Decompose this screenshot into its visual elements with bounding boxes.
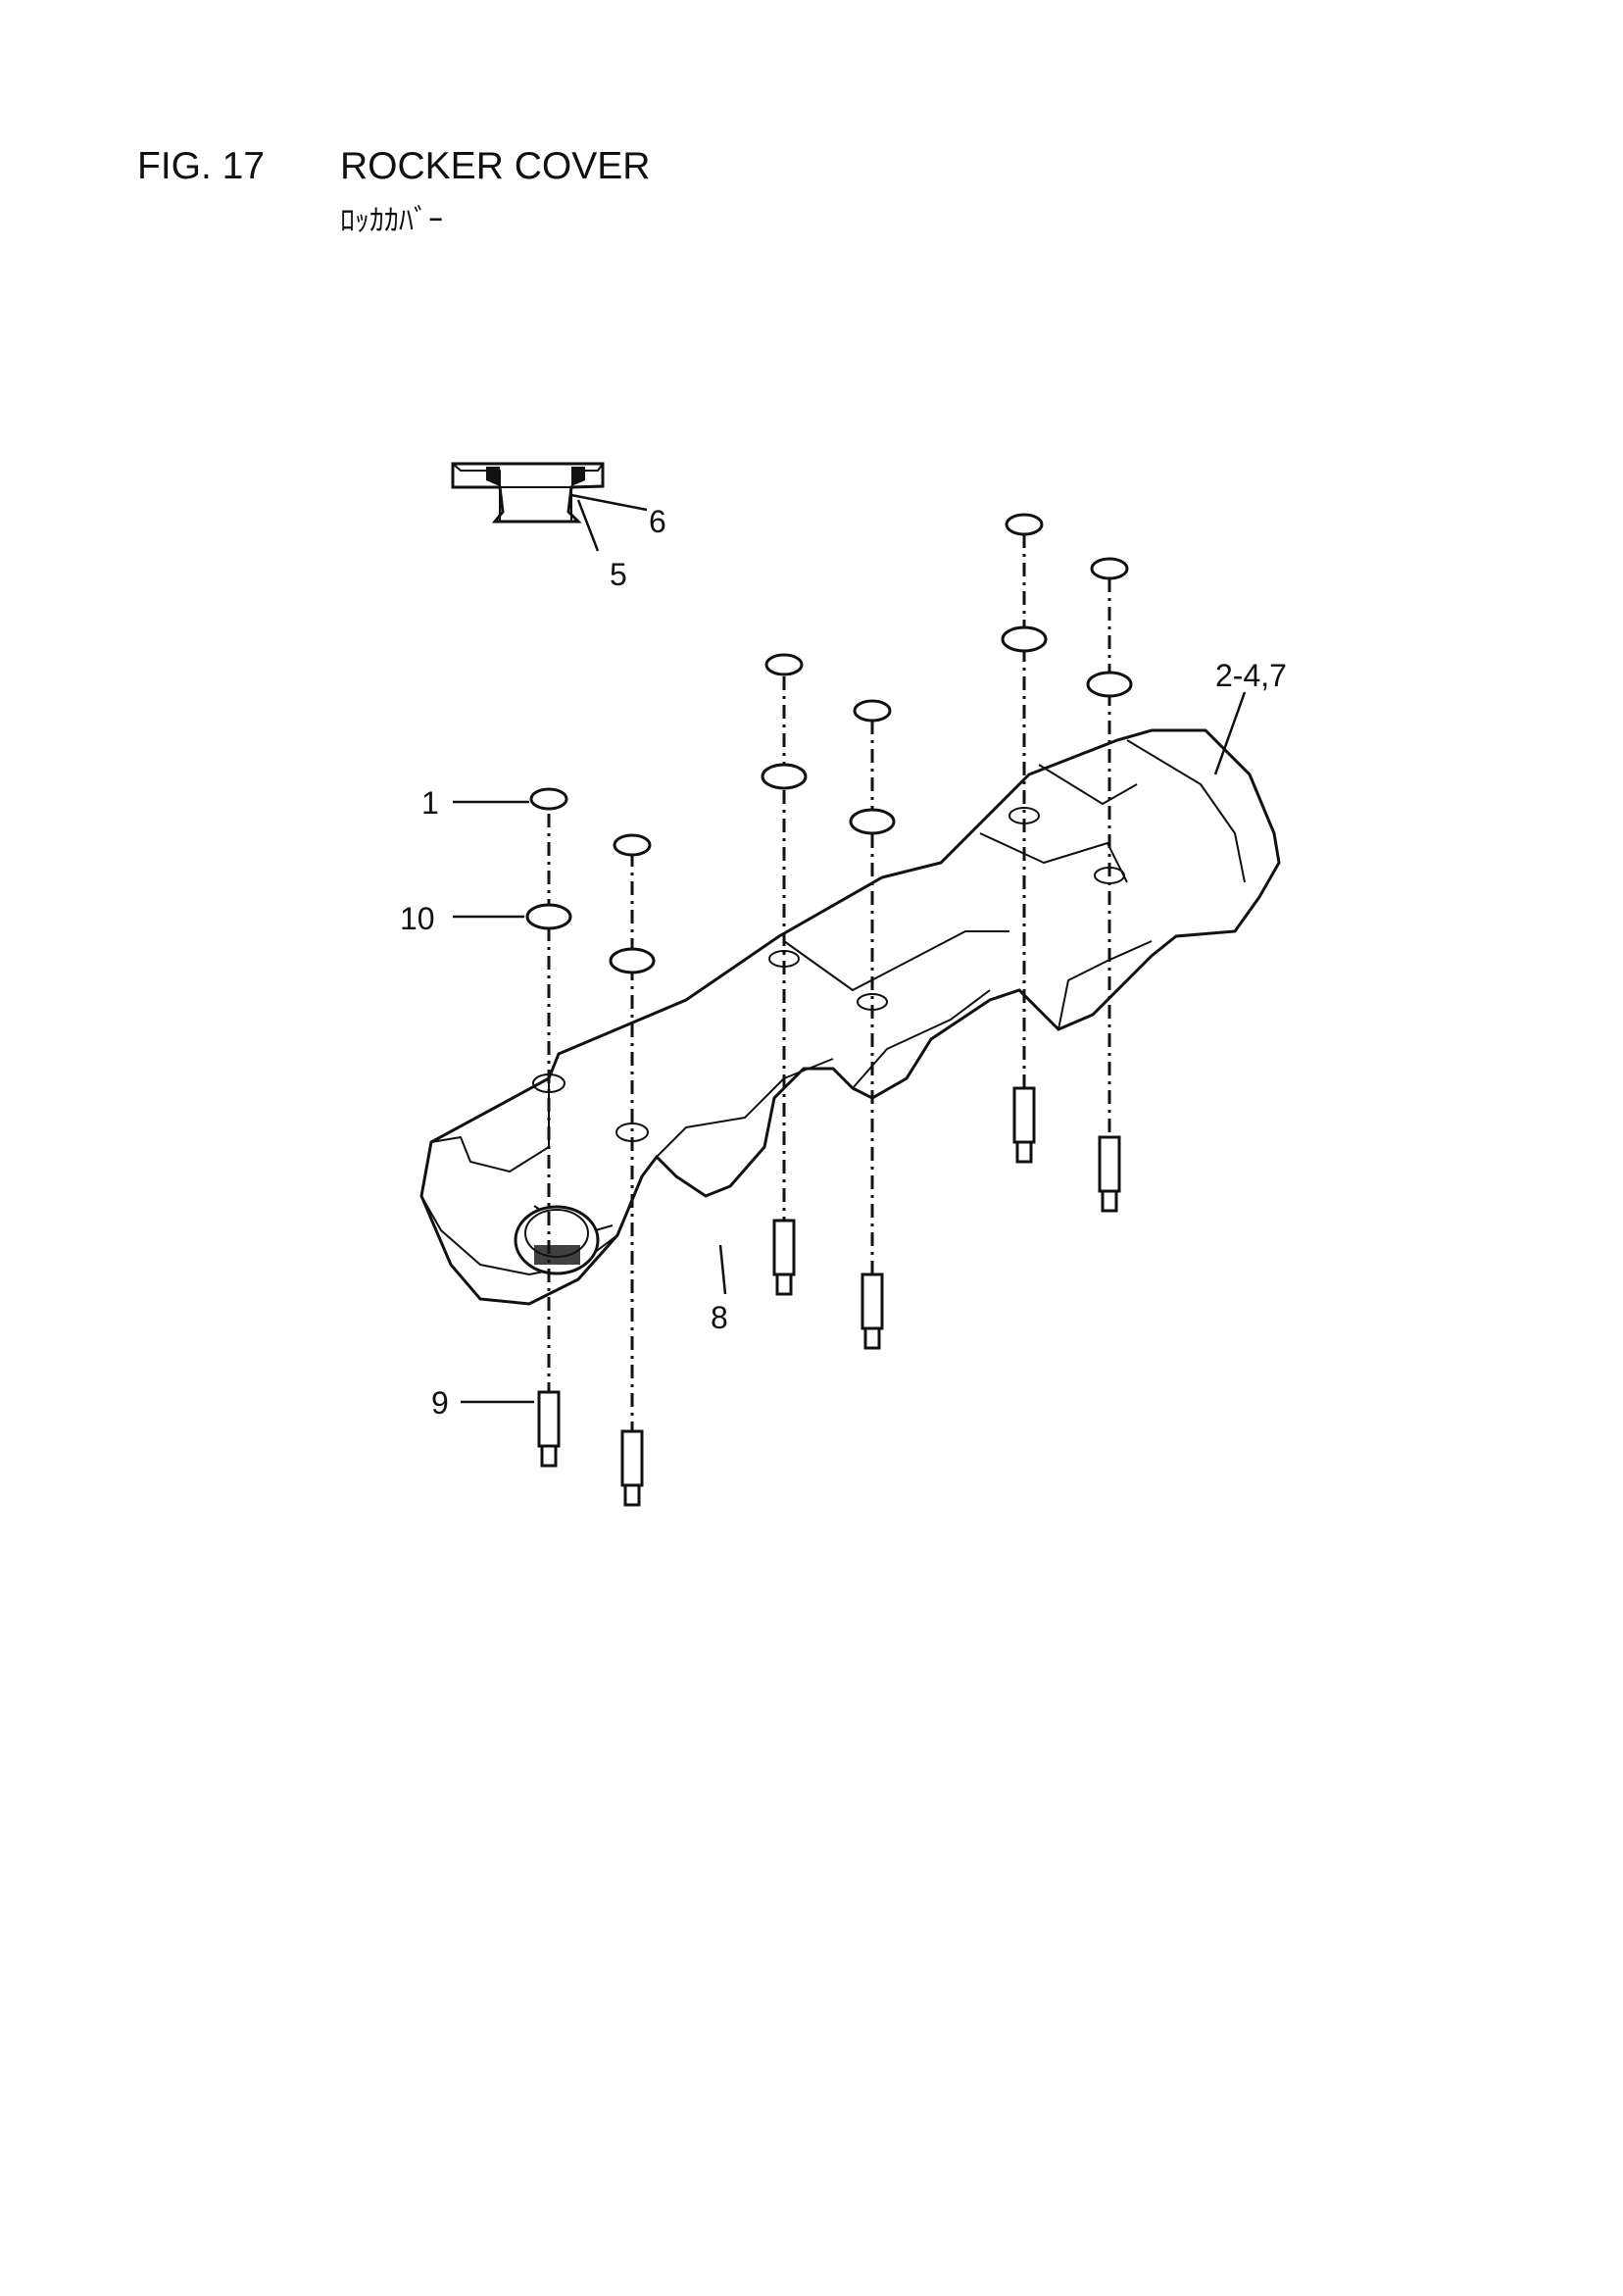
callout-9: 9 bbox=[431, 1385, 449, 1421]
rocker-cover-body bbox=[419, 728, 1281, 1306]
figure-number: FIG. 17 bbox=[137, 145, 266, 187]
callout-8: 8 bbox=[711, 1300, 728, 1335]
callout-2-4-7: 2-4,7 bbox=[1215, 658, 1287, 693]
leader-lines bbox=[453, 493, 1247, 1404]
callout-1: 1 bbox=[421, 785, 439, 821]
stud-column-3 bbox=[761, 653, 808, 1296]
stud-column-1 bbox=[525, 787, 572, 1468]
oil-filler-cap bbox=[451, 462, 605, 524]
stud-column-4 bbox=[849, 699, 896, 1350]
stud-column-2 bbox=[609, 833, 656, 1507]
callout-5: 5 bbox=[610, 557, 627, 592]
stud-column-6 bbox=[1086, 557, 1133, 1213]
figure-subtitle: ﾛｯｶｶﾊﾞｰ bbox=[340, 204, 443, 238]
stud-column-5 bbox=[1001, 513, 1048, 1164]
callout-10: 10 bbox=[400, 901, 435, 936]
figure-title: ROCKER COVER bbox=[340, 145, 651, 187]
callout-6: 6 bbox=[649, 504, 666, 539]
